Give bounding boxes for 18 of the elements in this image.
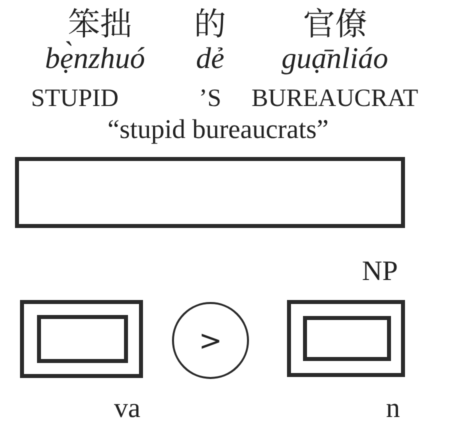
- phrase-label: NP: [362, 258, 398, 286]
- inner-box: [37, 315, 128, 363]
- gloss-word: BUREAUCRAT: [252, 86, 418, 111]
- phrase-box: [15, 157, 405, 228]
- translation-text: “stupid bureaucrats”: [108, 116, 329, 143]
- word-class-label: va: [114, 395, 140, 423]
- chinese-word: 笨拙: [68, 6, 132, 38]
- word-box: [287, 300, 405, 377]
- pinyin-word: dẻ: [196, 44, 224, 74]
- pinyin-word: guạ̄nliáo: [282, 44, 388, 74]
- inner-box: [303, 316, 391, 361]
- word-class-label: n: [386, 395, 400, 423]
- chinese-word: 的: [194, 6, 226, 38]
- operator-circle: >: [172, 302, 249, 379]
- chinese-word: 官僚: [303, 6, 368, 38]
- gloss-word: ’S: [199, 86, 222, 111]
- word-box: [20, 300, 143, 378]
- gloss-word: STUPID: [31, 86, 119, 111]
